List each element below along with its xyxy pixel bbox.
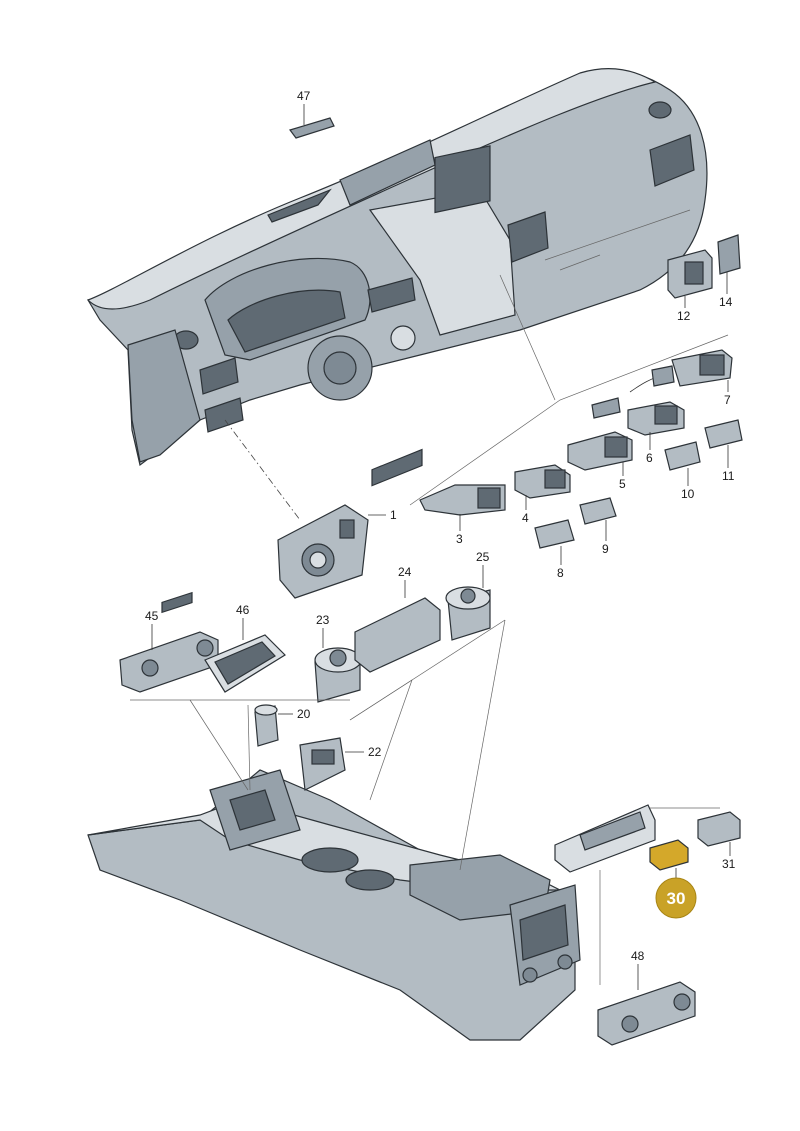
callout-7-label: 7	[724, 393, 731, 407]
part-11-switch	[704, 419, 743, 449]
callout-14-label: 14	[719, 295, 733, 309]
callout-46-label: 46	[236, 603, 250, 617]
center-console	[87, 769, 581, 1041]
callout-48-label: 48	[631, 949, 645, 963]
callout-7: 7	[724, 380, 731, 407]
callout-10-label: 10	[681, 487, 695, 501]
part-1-light-switch	[277, 504, 369, 599]
callout-20-label: 20	[297, 707, 311, 721]
callout-9: 9	[602, 520, 609, 556]
callout-30-badge	[655, 877, 697, 919]
part-25-rotary-switch	[445, 586, 491, 641]
part-6-switch	[627, 401, 685, 436]
callout-11-label: 11	[722, 469, 735, 483]
callout-11: 11	[722, 445, 735, 483]
callout-12-label: 12	[677, 309, 691, 323]
part-3-switch	[419, 484, 506, 516]
part-30-highlighted	[649, 839, 689, 871]
callout-23-label: 23	[316, 613, 330, 627]
callout-4: 4	[522, 495, 529, 525]
part-10-switch	[664, 441, 701, 471]
callout-14: 14	[719, 272, 733, 309]
callout-20: 20	[278, 707, 311, 721]
callout-10: 10	[681, 468, 695, 501]
callout-22: 22	[345, 745, 382, 759]
callout-24-label: 24	[398, 565, 412, 579]
callout-1-label: 1	[390, 508, 397, 522]
callout-4-label: 4	[522, 511, 529, 525]
part-24-button-panel	[354, 448, 441, 673]
callout-45: 45	[145, 609, 159, 650]
part-48-control-panel	[597, 981, 696, 1046]
part-storage-tray	[554, 804, 656, 873]
callout-3: 3	[456, 514, 463, 546]
part-47-sensor	[289, 117, 335, 139]
callout-6-label: 6	[646, 451, 653, 465]
part-8-switch	[534, 519, 575, 549]
callout-47-label: 47	[297, 89, 311, 103]
dashboard-panel	[86, 68, 708, 467]
callout-45-label: 45	[145, 609, 159, 623]
callout-30-label: 30	[667, 889, 686, 908]
part-5-switch	[567, 431, 633, 471]
part-22-usb-unit	[299, 737, 346, 791]
callout-25-label: 25	[476, 550, 490, 564]
part-23-rotary-switch	[314, 647, 362, 703]
callout-31: 31	[722, 842, 736, 871]
callout-8: 8	[557, 546, 564, 580]
callouts: 47 12 14 7 6 11 10 5	[145, 89, 736, 990]
callout-1: 1	[368, 508, 397, 522]
callout-31-label: 31	[722, 857, 736, 871]
callout-9-label: 9	[602, 542, 609, 556]
callout-25: 25	[476, 550, 490, 588]
callout-23: 23	[316, 613, 330, 648]
part-14-cover	[717, 234, 741, 275]
callout-6: 6	[646, 432, 653, 465]
callout-5: 5	[619, 462, 626, 491]
part-4-switch	[514, 464, 571, 499]
part-12-switch	[667, 249, 713, 299]
assembly-lines	[130, 274, 729, 985]
callout-5-label: 5	[619, 477, 626, 491]
part-46-frame	[204, 634, 286, 693]
part-20-socket	[254, 704, 279, 747]
callout-22-label: 22	[368, 745, 382, 759]
callout-24: 24	[398, 565, 412, 598]
part-31-connector	[697, 811, 741, 847]
part-9-switch	[579, 497, 617, 525]
part-45-control-panel	[119, 591, 219, 693]
callout-46: 46	[236, 603, 250, 640]
part-connector-small	[591, 397, 621, 419]
callout-48: 48	[631, 949, 645, 990]
part-7-switch-harness	[629, 349, 733, 393]
callout-3-label: 3	[456, 532, 463, 546]
callout-30: 30	[655, 868, 697, 919]
callout-12: 12	[677, 296, 691, 323]
callout-8-label: 8	[557, 566, 564, 580]
callout-47: 47	[297, 89, 311, 125]
